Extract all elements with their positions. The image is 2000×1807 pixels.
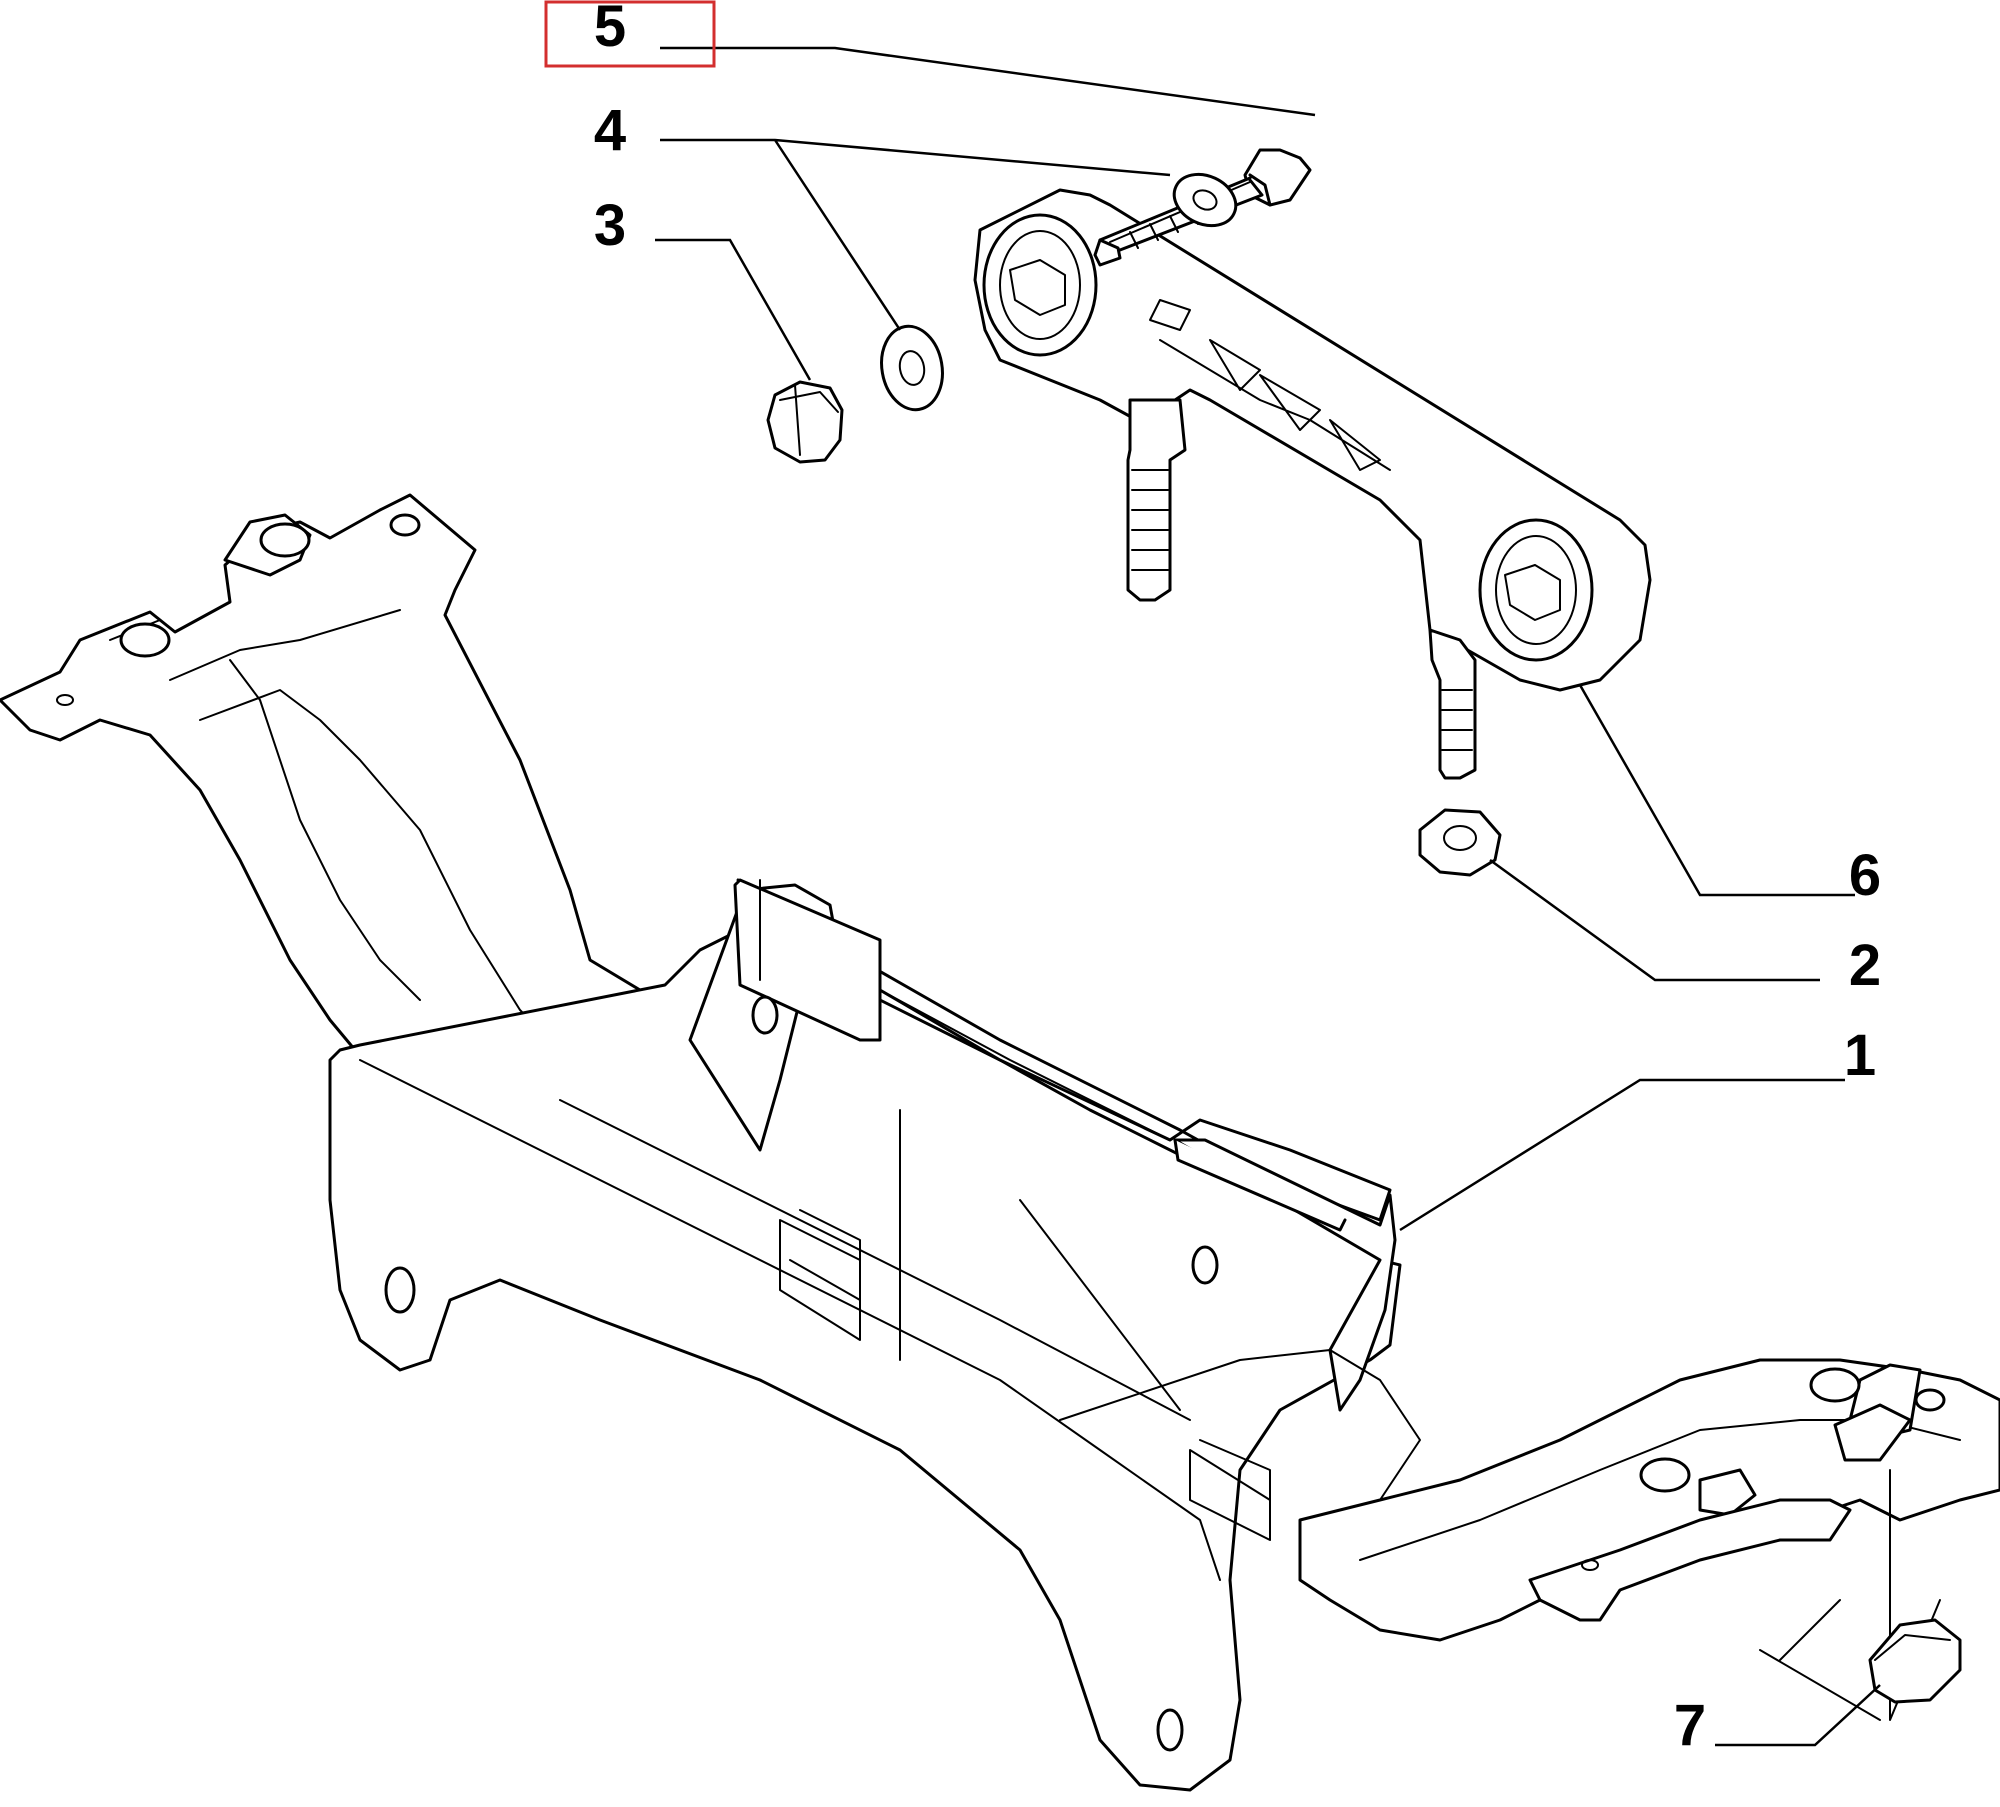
washer-part-4-lower (880, 324, 944, 412)
subframe-crossmember-part-1 (0, 493, 2000, 1792)
leader-line-6 (1578, 684, 1855, 897)
leader-lines (655, 46, 1881, 1747)
rubber-plug-part-7 (1868, 1618, 1962, 1704)
leader-line-4 (660, 138, 1171, 331)
callout-4: 4 (594, 98, 626, 163)
callout-1: 1 (1844, 1023, 1876, 1088)
engine-mount-bracket-part-6 (973, 188, 1652, 780)
leader-line-1 (1399, 1078, 1845, 1232)
hex-nut-part-2 (1418, 808, 1502, 877)
cap-nut-part-3 (766, 380, 844, 464)
callout-6: 6 (1849, 843, 1881, 908)
leader-line-7 (1715, 1684, 1881, 1747)
leader-line-5 (660, 46, 1316, 117)
callout-2: 2 (1849, 933, 1881, 998)
callout-7: 7 (1674, 1693, 1706, 1758)
highlight-box-callout-5 (544, 0, 716, 68)
callout-3: 3 (594, 193, 626, 258)
leader-line-3 (655, 238, 812, 381)
leader-line-2 (1489, 858, 1820, 982)
washer-part-4-upper (1172, 172, 1238, 228)
callout-5: 5 (594, 0, 626, 59)
callout-labels: 5 4 3 6 2 1 7 (544, 0, 1881, 1758)
